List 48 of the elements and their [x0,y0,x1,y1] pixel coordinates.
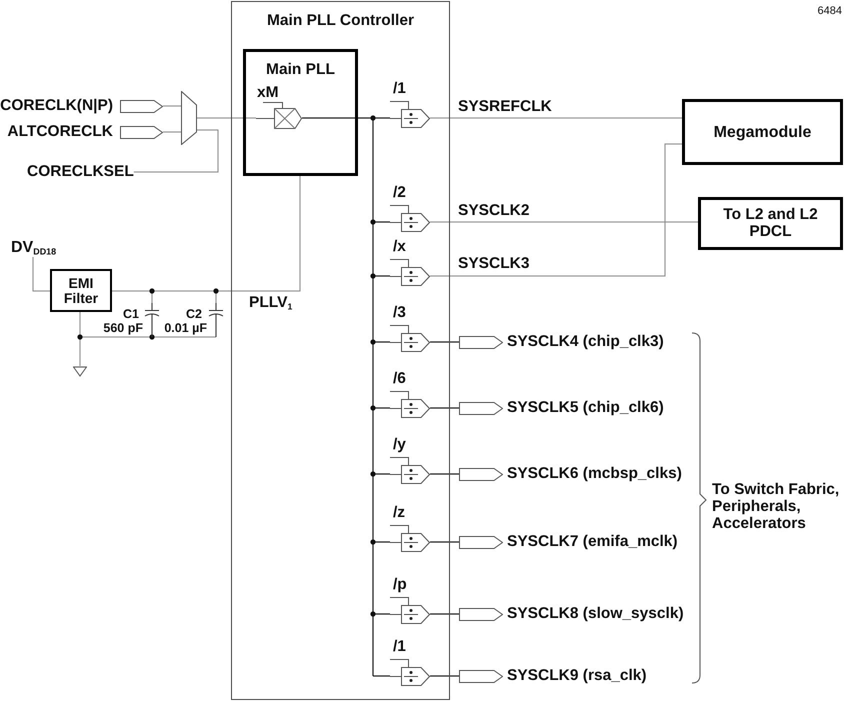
wire [133,130,218,172]
module-block: Megamodule [682,99,843,165]
divider-ratio: /2 [393,184,406,201]
destination-block: To L2 and L2 PDCL [698,197,843,250]
signal-name: SYSCLK8 (slow_sysclk) [507,605,684,623]
wire [32,256,50,292]
component-value: 560 pF [103,321,143,335]
component-name: C2 [186,307,202,321]
controller-panel [231,1,450,700]
panel-title: Main PLL Controller [266,12,415,30]
signal-name: SYSCLK4 (chip_clk3) [507,333,664,351]
signal-name: SYSCLK5 (chip_clk6) [507,399,664,417]
ground-icon [73,366,87,377]
divider-ratio: /1 [393,80,406,97]
signal-label: SYSCLK2 [458,202,530,220]
divider-ratio: /3 [393,304,406,321]
divider-ratio: /6 [393,370,406,387]
wire [216,176,300,292]
wire [302,118,374,676]
signal-name: SYSCLK9 (rsa_clk) [507,667,647,685]
divider-ratio: /x [393,238,406,255]
wire [152,290,216,292]
divider-ratio: /z [393,504,406,521]
multiplier-label: xM [257,84,279,101]
supply-pin-label: DV$_{DD18}$ [11,238,56,257]
signal-name: SYSCLK6 (mcbsp_clks) [507,465,682,483]
signal-name: SYSCLK7 (emifa_mclk) [507,533,678,551]
filter-block: EMI Filter [50,269,112,312]
wire [80,336,152,338]
signal-name: CORECLK(N|P) [0,97,113,115]
signal-name: ALTCORECLK [7,123,113,141]
figure-number: 6484 [818,4,842,18]
signal-label: SYSREFCLK [458,98,552,116]
signal-label: PLLV$_{1}$ [249,294,292,312]
component-value: 0.01 µF [164,321,207,335]
divider-ratio: /1 [393,638,406,655]
multiplexer-icon [181,91,197,145]
divider-ratio: /p [393,576,407,593]
wire [152,336,216,338]
signal-label: SYSCLK3 [458,255,530,273]
signal-name: CORECLKSEL [27,163,134,181]
component-name: C1 [123,307,139,321]
block-title: Main PLL [265,61,336,79]
destination-note: To Switch Fabric, Peripherals, Accelerators [712,481,840,532]
wire [112,290,152,292]
pll-block [243,49,358,176]
divider-ratio: /y [393,436,406,453]
wire [430,144,682,276]
